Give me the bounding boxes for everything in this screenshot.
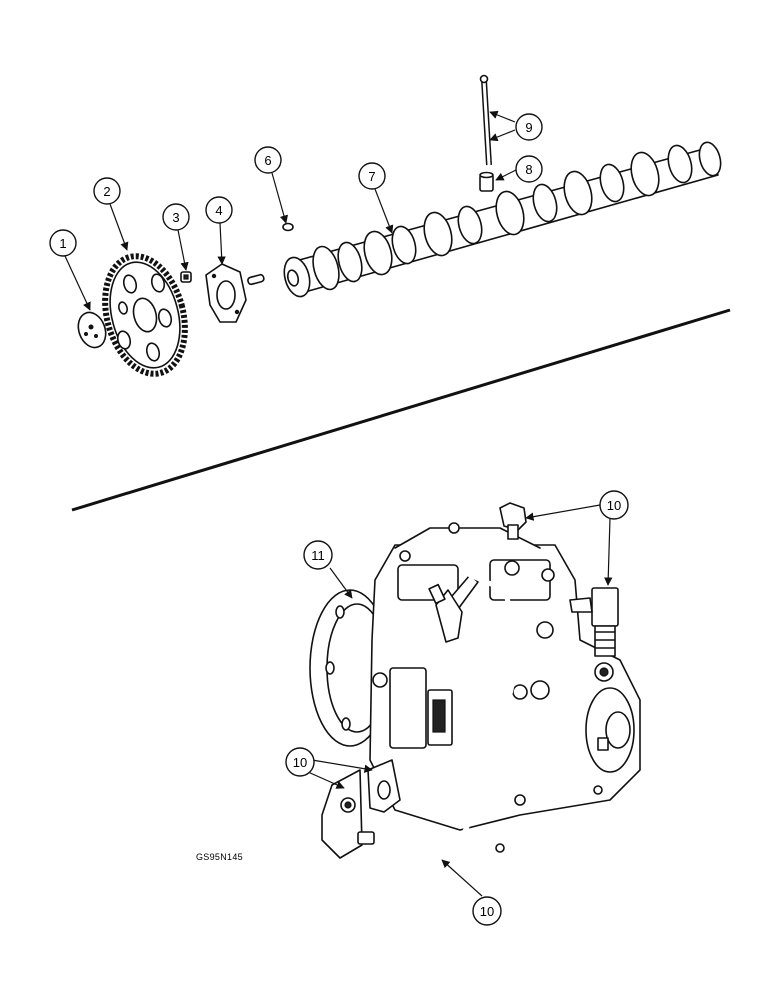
svg-text:3: 3 xyxy=(172,210,179,225)
part-2-cam-gear xyxy=(102,253,188,377)
callout-8: 8 xyxy=(515,155,543,183)
svg-text:7: 7 xyxy=(368,169,375,184)
part-7-camshaft xyxy=(283,141,722,298)
right-connector-fitting xyxy=(569,587,619,657)
part-9-push-rod xyxy=(479,74,492,166)
svg-text:2: 2 xyxy=(103,184,110,199)
part-4-thrust-plate xyxy=(205,263,247,323)
upper-banjo-fitting xyxy=(499,502,527,540)
section-divider xyxy=(71,308,731,512)
svg-text:9: 9 xyxy=(525,120,532,135)
callout-10-top: 10 xyxy=(599,490,629,520)
part-1-washer xyxy=(77,311,107,349)
svg-text:10: 10 xyxy=(607,498,621,513)
callout-7: 7 xyxy=(358,162,386,190)
callout-3: 3 xyxy=(162,203,190,231)
leader-lines xyxy=(64,110,613,897)
part-6-ring xyxy=(282,222,294,232)
callout-10-bottom: 10 xyxy=(472,896,502,926)
figure-code: GS95N145 xyxy=(196,852,243,862)
callout-9: 9 xyxy=(515,113,543,141)
callout-4: 4 xyxy=(205,196,233,224)
part-3-key xyxy=(180,271,192,283)
callout-10-left: 10 xyxy=(285,747,315,777)
pump-body xyxy=(369,522,641,853)
svg-text:6: 6 xyxy=(264,153,271,168)
svg-text:10: 10 xyxy=(480,904,494,919)
mounting-bracket xyxy=(321,759,401,859)
svg-text:10: 10 xyxy=(293,755,307,770)
injection-pump-assembly xyxy=(309,502,641,859)
svg-text:1: 1 xyxy=(59,236,66,251)
camshaft-assembly xyxy=(77,74,722,377)
throttle-lever xyxy=(428,574,479,643)
callout-1: 1 xyxy=(49,229,77,257)
callout-2: 2 xyxy=(93,177,121,205)
part-8-tappet xyxy=(479,171,494,192)
callout-6: 6 xyxy=(254,146,282,174)
svg-text:4: 4 xyxy=(215,203,222,218)
callout-11: 11 xyxy=(303,540,333,570)
fuel-return-pipe xyxy=(382,572,523,858)
svg-text:8: 8 xyxy=(525,162,532,177)
svg-text:11: 11 xyxy=(311,548,325,563)
dowel-pin xyxy=(247,273,265,286)
